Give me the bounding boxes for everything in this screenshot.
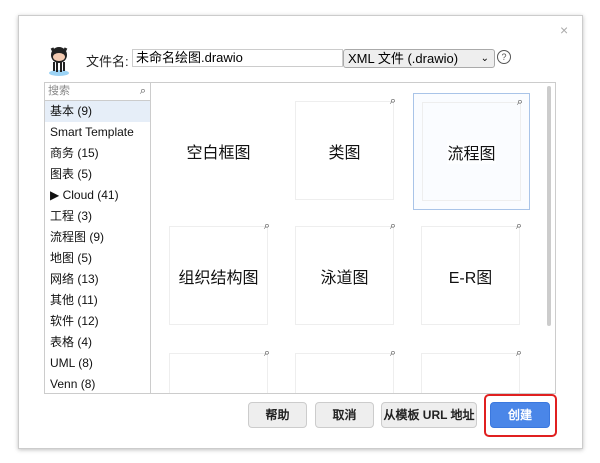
sidebar-item[interactable]: 图表 (5) (50, 167, 93, 181)
filename-input[interactable]: 未命名绘图.drawio (132, 49, 343, 67)
template-tile[interactable]: E-R图 ⌕ (413, 218, 528, 333)
search-input[interactable]: 搜索 ⌕ (45, 83, 150, 101)
sidebar-item[interactable]: 工程 (3) (50, 209, 93, 223)
template-tile[interactable]: 类图 ⌕ (287, 93, 402, 208)
template-label: 空白框图 (186, 138, 251, 163)
chevron-down-icon: ⌄ (480, 53, 489, 64)
sidebar-item[interactable]: 其他 (11) (50, 293, 98, 307)
cancel-button[interactable]: 取消 (315, 402, 374, 428)
github-octocat-logo-icon (49, 47, 69, 76)
sidebar-item[interactable]: Smart Template (50, 125, 134, 139)
sidebar-item[interactable]: 流程图 (9) (50, 230, 105, 244)
template-label: Simple (320, 394, 369, 395)
template-grid: 空白框图类图⌕流程图⌕组织结构图⌕泳道图⌕E-R图⌕Sequence⌕Simpl… (150, 82, 556, 394)
template-label: Sequence (182, 394, 254, 395)
zoom-icon[interactable]: ⌕ (515, 347, 522, 359)
template-thumbnail (421, 226, 520, 325)
template-tile[interactable]: 组织结构图 ⌕ (161, 218, 276, 333)
category-list: 搜索 ⌕ 基本 (9) Smart Template 商务 (15) 图表 (5) ▶ C… (44, 82, 151, 394)
sidebar-item[interactable]: 软件 (12) (50, 314, 99, 328)
template-tile[interactable]: 泳道图 ⌕ (287, 218, 402, 333)
template-tile[interactable]: 流程图 ⌕ (413, 93, 530, 210)
zoom-icon[interactable]: ⌕ (389, 220, 396, 232)
sidebar-item[interactable]: 网络 (13) (50, 272, 99, 286)
template-tile[interactable]: 空白框图 (161, 93, 276, 208)
template-label: E-R图 (448, 263, 493, 288)
search-icon: ⌕ (139, 85, 146, 97)
from-template-url-button[interactable]: 从模板 URL 地址 (381, 402, 477, 428)
search-placeholder: 搜索 (48, 85, 70, 97)
sidebar-item[interactable]: ▶ Cloud (41) (50, 188, 119, 202)
help-icon[interactable]: ? (497, 50, 511, 64)
sidebar-item[interactable]: UML (8) (50, 356, 93, 370)
zoom-icon[interactable]: ⌕ (263, 347, 270, 359)
format-select-value: XML 文件 (.drawio) (348, 51, 459, 66)
sidebar-item[interactable]: 商务 (15) (50, 146, 99, 160)
format-select[interactable]: XML 文件 (.drawio) ⌄ (343, 49, 495, 68)
sidebar-item[interactable]: Venn (8) (50, 377, 96, 391)
zoom-icon[interactable]: ⌕ (516, 96, 523, 108)
zoom-icon[interactable]: ⌕ (389, 95, 396, 107)
zoom-icon[interactable]: ⌕ (389, 347, 396, 359)
template-thumbnail (295, 226, 394, 325)
close-icon[interactable]: × (560, 22, 569, 38)
scrollbar[interactable] (547, 86, 551, 326)
template-thumbnail (169, 226, 268, 325)
template-label: 流程图 (447, 139, 496, 164)
template-tile[interactable]: Sequence ⌕ (161, 345, 276, 395)
template-label: 类图 (328, 138, 361, 163)
template-tile[interactable]: Simple ⌕ (287, 345, 402, 395)
filename-label: 文件名: (86, 54, 129, 69)
template-thumbnail (295, 101, 394, 200)
sidebar-item[interactable]: 基本 (9) (45, 101, 150, 122)
template-tile[interactable]: Cross-⌕ (413, 345, 528, 393)
template-label: 泳道图 (320, 263, 369, 288)
template-label: 组织结构图 (178, 263, 259, 288)
sidebar-item[interactable]: 表格 (4) (50, 335, 93, 349)
create-button[interactable]: 创建 (490, 402, 550, 428)
sidebar-item[interactable]: 地图 (5) (50, 251, 93, 265)
template-thumbnail (169, 353, 268, 393)
template-thumbnail (295, 353, 394, 393)
zoom-icon[interactable]: ⌕ (263, 220, 270, 232)
template-thumbnail (422, 102, 521, 201)
zoom-icon[interactable]: ⌕ (515, 220, 522, 232)
template-thumbnail (421, 353, 520, 393)
new-diagram-dialog (18, 15, 583, 449)
highlight-box (484, 394, 557, 437)
help-button[interactable]: 帮助 (248, 402, 307, 428)
